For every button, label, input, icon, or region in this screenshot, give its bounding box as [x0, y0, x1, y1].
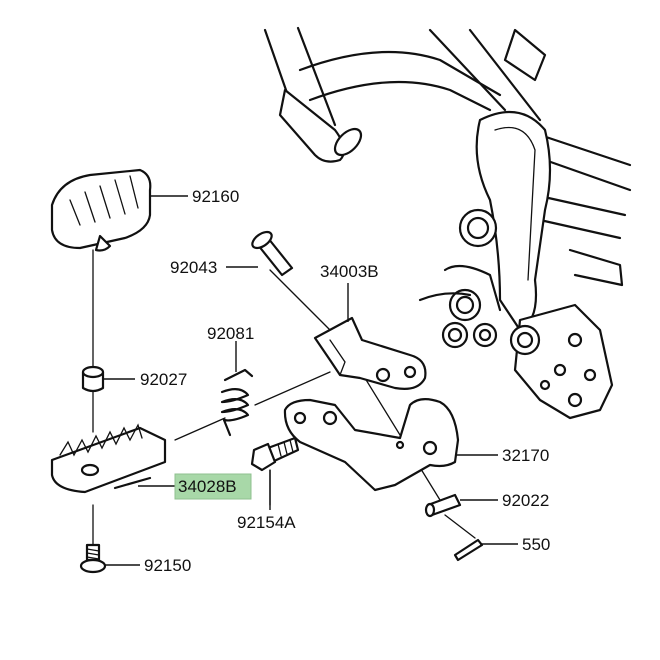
footpeg [50, 423, 167, 494]
return-spring [220, 368, 254, 437]
callout-92027: 92027 [140, 370, 187, 389]
callout-92150: 92150 [144, 556, 191, 575]
callout-34003B: 34003B [320, 262, 379, 281]
callout-92043: 92043 [170, 258, 217, 277]
bottom-bolt [79, 543, 107, 574]
callout-92022: 92022 [502, 491, 549, 510]
callout-92160: 92160 [192, 187, 239, 206]
callout-32170: 32170 [502, 446, 549, 465]
bushing [81, 365, 105, 393]
callout-550: 550 [522, 535, 550, 554]
callout-92081: 92081 [207, 324, 254, 343]
callout-labels: 92160 92043 34003B 92081 92027 34028B 32… [140, 187, 550, 575]
cotter-pin [453, 538, 484, 562]
frame-assembly [263, 26, 632, 420]
assembly-guide-lines [92, 249, 476, 546]
callout-34028B: 34028B [178, 477, 237, 496]
bracket-bolt [250, 436, 300, 472]
footpeg-bracket [313, 316, 427, 390]
footpeg-rubber-pad [50, 168, 152, 252]
callout-92154A: 92154A [237, 513, 296, 532]
mounting-plate [283, 398, 460, 492]
callout-34028B-highlight [174, 473, 252, 500]
leader-lines [104, 195, 518, 566]
clevis-pin [424, 493, 462, 518]
pivot-pin [251, 230, 294, 277]
